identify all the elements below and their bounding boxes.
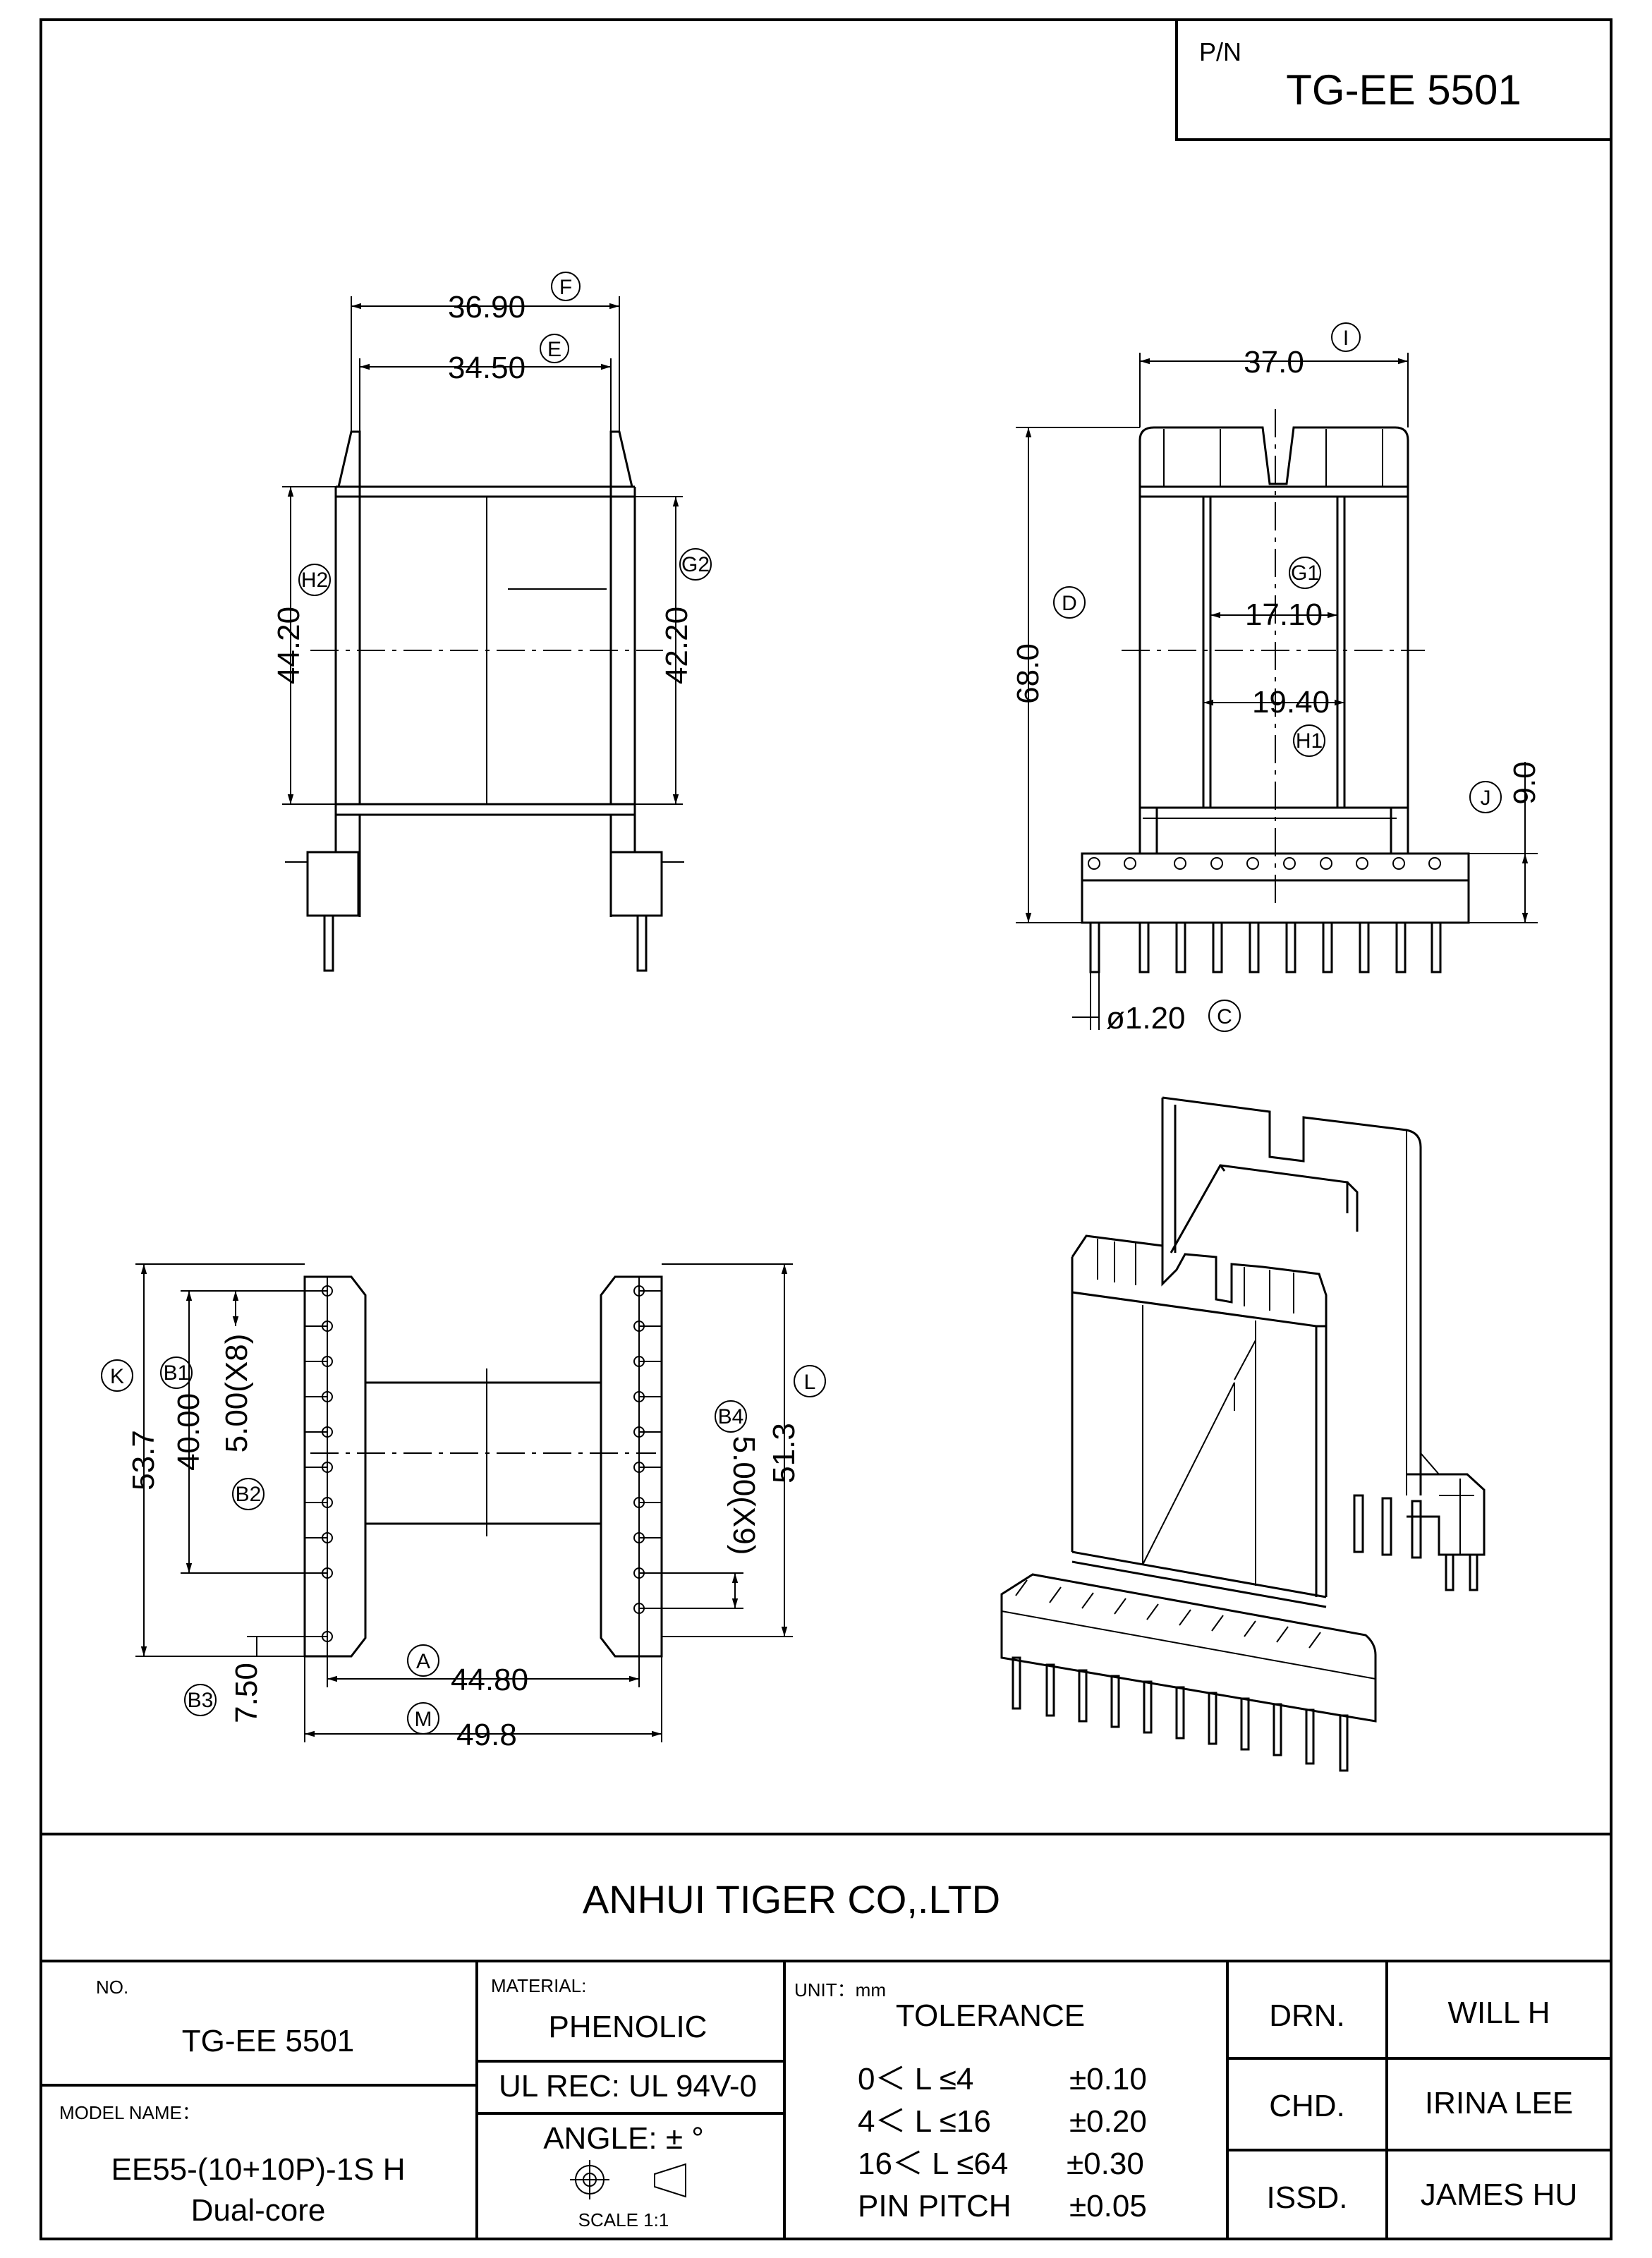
dim-B3-value: 7.50 bbox=[229, 1663, 264, 1723]
svg-text:C: C bbox=[1217, 1005, 1232, 1028]
tol-value-1: ±0.10 bbox=[1069, 2062, 1147, 2096]
marker-D bbox=[1053, 586, 1086, 619]
chd-name: IRINA LEE bbox=[1425, 2086, 1573, 2120]
no-value: TG-EE 5501 bbox=[182, 2024, 355, 2058]
dim-A-value: 44.80 bbox=[451, 1663, 528, 1697]
svg-text:J: J bbox=[1481, 787, 1491, 810]
dim-G1-value: 17.10 bbox=[1245, 597, 1323, 632]
marker-B1 bbox=[160, 1356, 193, 1389]
dim-J-value: 9.0 bbox=[1507, 761, 1542, 804]
unit-label: UNIT：mm bbox=[794, 1979, 886, 2001]
projection-symbol-icon bbox=[570, 2160, 686, 2199]
no-label: NO. bbox=[96, 1977, 128, 1998]
title-block: ANHUI TIGER CO,.LTD NO. TG-EE 5501 MODEL… bbox=[41, 1833, 1611, 2239]
marker-I bbox=[1331, 322, 1361, 352]
svg-text:I: I bbox=[1343, 327, 1349, 350]
dim-D-value: 68.0 bbox=[1011, 643, 1045, 704]
front-view: 36.90 F 34.50 E 44.20 H2 42.20 G2 bbox=[272, 272, 712, 972]
marker-H2 bbox=[298, 564, 331, 596]
dim-L-value: 51.3 bbox=[767, 1423, 801, 1483]
svg-text:H2: H2 bbox=[301, 569, 328, 592]
tol-range-4: PIN PITCH bbox=[858, 2189, 1012, 2223]
svg-text:H1: H1 bbox=[1296, 729, 1323, 753]
tol-value-2: ±0.20 bbox=[1069, 2104, 1147, 2139]
tol-range-2: 4＜ L ≤16 bbox=[858, 2104, 991, 2139]
material-label: MATERIAL: bbox=[491, 1975, 586, 1996]
marker-B4 bbox=[715, 1400, 747, 1433]
marker-C bbox=[1208, 1000, 1241, 1032]
company-name: ANHUI TIGER CO,.LTD bbox=[583, 1877, 1000, 1922]
marker-B2 bbox=[232, 1478, 265, 1510]
marker-L bbox=[794, 1365, 826, 1397]
iso-pin-row bbox=[1012, 1579, 1349, 1772]
dim-C-value: ø1.20 bbox=[1106, 1001, 1186, 1036]
marker-B3 bbox=[184, 1684, 217, 1716]
dim-G2-value: 42.20 bbox=[660, 607, 694, 684]
svg-text:F: F bbox=[559, 276, 572, 299]
tol-value-4: ±0.05 bbox=[1069, 2189, 1147, 2223]
model-value: EE55-(10+10P)-1S H bbox=[111, 2152, 406, 2187]
svg-text:M: M bbox=[415, 1708, 432, 1731]
part-number-box: P/N TG-EE 5501 bbox=[1175, 20, 1611, 141]
svg-text:G1: G1 bbox=[1291, 562, 1319, 585]
side-pin-row bbox=[1088, 857, 1442, 973]
dim-B4-pitch: 5.00(X9) bbox=[727, 1436, 761, 1555]
dim-B1-pitch: 5.00(X8) bbox=[219, 1334, 254, 1453]
isometric-view bbox=[1000, 1096, 1486, 1772]
chd-label: CHD. bbox=[1269, 2089, 1345, 2123]
model-sub: Dual-core bbox=[191, 2193, 326, 2228]
issd-name: JAMES HU bbox=[1421, 2178, 1577, 2212]
svg-text:B1: B1 bbox=[164, 1361, 190, 1385]
dim-I-value: 37.0 bbox=[1244, 345, 1304, 380]
marker-M bbox=[407, 1702, 439, 1735]
svg-text:D: D bbox=[1062, 592, 1077, 615]
dim-B1-value: 40.00 bbox=[171, 1393, 206, 1471]
svg-text:B4: B4 bbox=[718, 1405, 744, 1428]
tol-range-1: 0＜ L ≤4 bbox=[858, 2062, 973, 2096]
svg-text:A: A bbox=[416, 1650, 430, 1673]
bottom-view: 53.7 K 40.00 B1 5.00(X8) B2 51.3 L 5.00(… bbox=[101, 1263, 826, 1752]
dim-F-value: 36.90 bbox=[448, 290, 526, 324]
tolerance-title: TOLERANCE bbox=[896, 1998, 1085, 2033]
svg-text:K: K bbox=[110, 1365, 124, 1388]
svg-text:B3: B3 bbox=[188, 1689, 214, 1712]
dim-M-value: 49.8 bbox=[456, 1718, 517, 1752]
ul-rec: UL REC: UL 94V-0 bbox=[499, 2069, 757, 2104]
model-label: MODEL NAME： bbox=[59, 2102, 200, 2123]
drn-label: DRN. bbox=[1269, 1998, 1345, 2033]
marker-G1 bbox=[1289, 557, 1321, 589]
tol-value-3: ±0.30 bbox=[1067, 2147, 1144, 2181]
marker-E bbox=[540, 334, 569, 363]
side-view: 37.0 I 68.0 D 17.10 G1 19.40 H1 9.0 J ø1… bbox=[1011, 322, 1542, 1036]
drn-name: WILL H bbox=[1447, 1996, 1550, 2030]
marker-F bbox=[551, 272, 581, 301]
material-value: PHENOLIC bbox=[549, 2010, 707, 2044]
marker-H1 bbox=[1293, 724, 1325, 757]
sheet-border bbox=[40, 18, 1612, 2240]
marker-G2 bbox=[679, 548, 712, 581]
svg-text:E: E bbox=[547, 338, 561, 361]
marker-A bbox=[407, 1644, 439, 1677]
scale: SCALE 1:1 bbox=[578, 2209, 669, 2230]
angle: ANGLE: ± ° bbox=[543, 2121, 704, 2156]
dim-H1-value: 19.40 bbox=[1252, 685, 1330, 720]
pn-label: P/N bbox=[1199, 37, 1241, 66]
bottom-pin-grid bbox=[305, 1285, 662, 1642]
svg-text:L: L bbox=[804, 1371, 816, 1394]
marker-J bbox=[1469, 781, 1502, 813]
issd-label: ISSD. bbox=[1267, 2180, 1348, 2215]
marker-K bbox=[101, 1359, 133, 1392]
tol-range-3: 16＜ L ≤64 bbox=[858, 2147, 1008, 2181]
pn-value: TG-EE 5501 bbox=[1286, 66, 1522, 114]
svg-text:B2: B2 bbox=[236, 1483, 262, 1506]
svg-text:G2: G2 bbox=[681, 553, 710, 576]
dim-E-value: 34.50 bbox=[448, 351, 526, 385]
dim-K-value: 53.7 bbox=[126, 1430, 161, 1491]
dim-H2-value: 44.20 bbox=[272, 607, 306, 684]
